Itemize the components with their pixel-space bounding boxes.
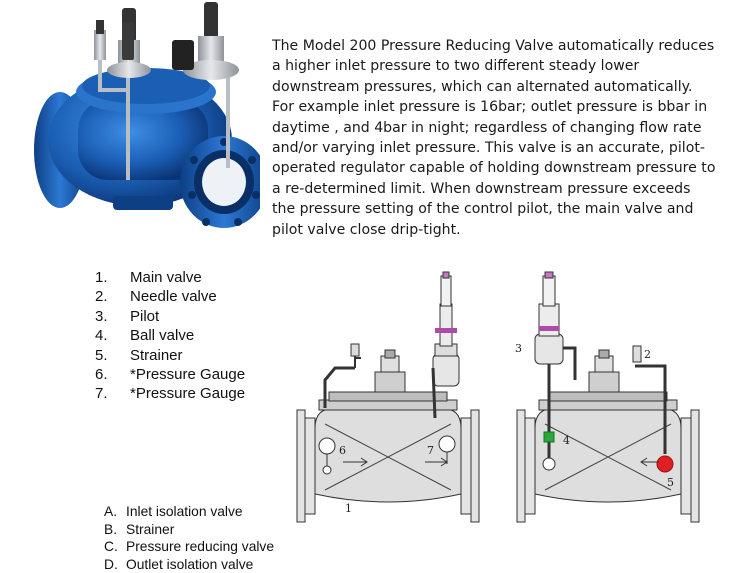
diagram-label-7: 7 [427, 444, 434, 457]
stage-label: Pressure reducing valve [126, 539, 274, 554]
part-label: *Pressure Gauge [130, 366, 245, 383]
left-valve-schematic [297, 272, 479, 522]
stage-label: Inlet isolation valve [126, 504, 243, 519]
part-number: 3. [95, 307, 130, 326]
description-line: downstream pressures, which can alternat… [272, 77, 742, 97]
description-line: a re-determined limit. When downstream p… [272, 179, 742, 199]
valve-schematic-diagram: 1 6 7 3 2 4 5 [295, 268, 715, 530]
parts-list-item: 7.*Pressure Gauge [95, 384, 245, 403]
stage-list-item: D.Outlet isolation valve [104, 556, 274, 573]
diagram-label-5: 5 [667, 476, 674, 489]
diagram-label-4: 4 [563, 434, 570, 447]
part-label: Needle valve [130, 288, 217, 305]
description-line: daytime , and 4bar in night; regardless … [272, 118, 742, 138]
description-line: a higher inlet pressure to two different… [272, 56, 742, 76]
parts-list-item: 4.Ball valve [95, 326, 245, 345]
stage-letter: A. [104, 503, 126, 521]
diagram-label-2: 2 [644, 348, 651, 361]
valve-photo [28, 0, 260, 238]
part-number: 2. [95, 287, 130, 306]
description-line: the pressure setting of the control pilo… [272, 199, 742, 219]
part-label: *Pressure Gauge [130, 385, 245, 402]
diagram-label-3: 3 [515, 342, 522, 355]
parts-list-item: 6.*Pressure Gauge [95, 365, 245, 384]
part-number: 4. [95, 326, 130, 345]
part-number: 5. [95, 346, 130, 365]
stage-letter: D. [104, 556, 126, 573]
diagram-label-6: 6 [339, 444, 346, 457]
stage-list-item: B.Strainer [104, 521, 274, 539]
parts-list-item: 3.Pilot [95, 307, 245, 326]
product-description: The Model 200 Pressure Reducing Valve au… [272, 36, 742, 240]
description-line: pilot valve close drip-tight. [272, 220, 742, 240]
part-label: Ball valve [130, 327, 194, 344]
diagram-label-1: 1 [345, 502, 352, 515]
stage-label: Outlet isolation valve [126, 557, 253, 572]
description-line: For example inlet pressure is 16bar; out… [272, 97, 742, 117]
part-number: 6. [95, 365, 130, 384]
part-label: Strainer [130, 347, 183, 364]
parts-list-item: 5.Strainer [95, 346, 245, 365]
parts-list-item: 1.Main valve [95, 268, 245, 287]
stage-list-item: A.Inlet isolation valve [104, 503, 274, 521]
part-label: Main valve [130, 269, 202, 286]
description-line: and/or varying inlet pressure. This valv… [272, 138, 742, 158]
stage-list-item: C.Pressure reducing valve [104, 538, 274, 556]
stage-letter: C. [104, 538, 126, 556]
part-label: Pilot [130, 308, 159, 325]
description-line: operated regulator capable of holding do… [272, 158, 742, 178]
parts-list-item: 2.Needle valve [95, 287, 245, 306]
part-number: 1. [95, 268, 130, 287]
stage-letter: B. [104, 521, 126, 539]
stage-label: Strainer [126, 522, 174, 537]
part-number: 7. [95, 384, 130, 403]
description-line: The Model 200 Pressure Reducing Valve au… [272, 36, 742, 56]
